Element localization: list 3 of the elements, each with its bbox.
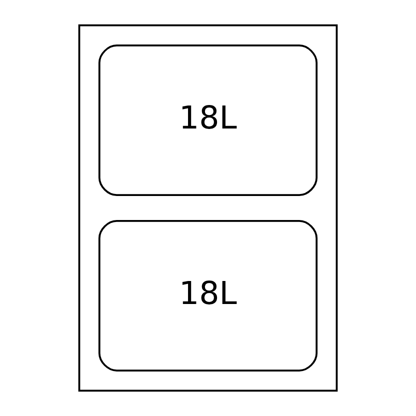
- node-box: 18L: [98, 220, 318, 372]
- cluster: [78, 24, 338, 392]
- node-box: 18L: [98, 44, 318, 196]
